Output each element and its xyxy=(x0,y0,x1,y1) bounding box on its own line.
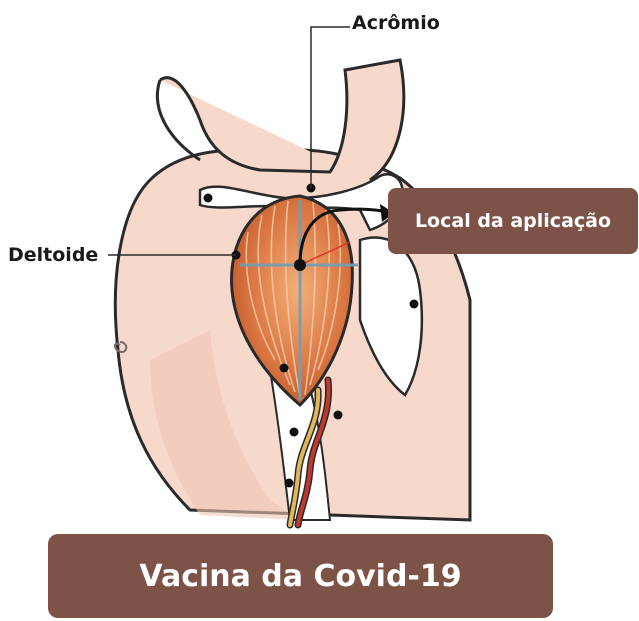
injection-site-label: Local da aplicação xyxy=(388,188,638,254)
deltoid-label: Deltoide xyxy=(8,244,98,266)
title-banner: Vacina da Covid-19 xyxy=(48,534,553,618)
acromion-label: Acrômio xyxy=(352,12,440,34)
